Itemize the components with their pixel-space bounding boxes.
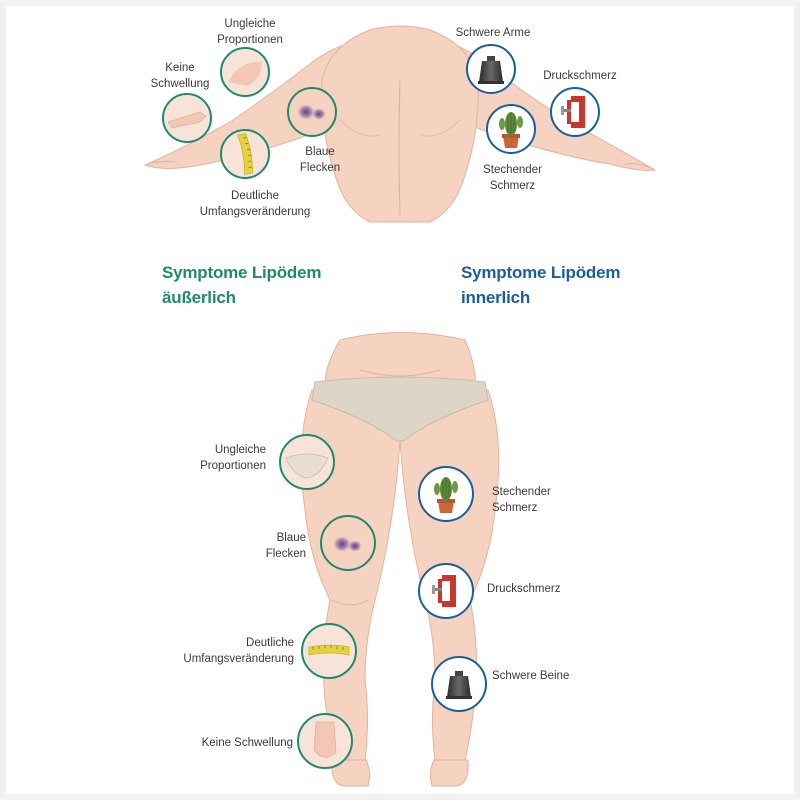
hand-icon	[167, 111, 207, 129]
heading-outer: Symptome Lipödem äußerlich	[162, 263, 322, 307]
label-arm-no-swelling: Keine Schwellung	[150, 62, 210, 90]
foot-icon	[313, 721, 337, 758]
label-leg-stabbing-pain: Stechender Schmerz	[492, 486, 551, 514]
label-arm-heavy: Schwere Arme	[455, 27, 531, 39]
arm-clamp-circle	[550, 87, 600, 137]
label-leg-no-swelling: Keine Schwellung	[201, 737, 293, 749]
label-leg-heavy: Schwere Beine	[492, 670, 570, 682]
label-arm-pressure-pain: Druckschmerz	[543, 70, 617, 82]
label-leg-bruises: Blaue Flecken	[265, 532, 306, 560]
label-arm-circumference-change: Deutliche Umfangsveränderung	[199, 190, 311, 218]
label-arm-bruises: Blaue Flecken	[299, 146, 341, 174]
label-arm-uneven-proportions: Ungleiche Proportionen	[217, 18, 283, 46]
heading-inner: Symptome Lipödem innerlich	[461, 263, 621, 307]
label-leg-circumference-change: Deutliche Umfangsveränderung	[183, 637, 294, 665]
label-arm-stabbing-pain: Stechender Schmerz	[483, 164, 542, 192]
arm-icon	[228, 61, 262, 86]
arm-inner-circles	[466, 44, 600, 154]
leg-outer-circles	[279, 434, 376, 769]
arm-outer-circles	[162, 47, 337, 179]
hip-icon	[285, 453, 329, 479]
label-leg-pressure-pain: Druckschmerz	[487, 583, 561, 595]
leg-inner-circles	[418, 466, 487, 712]
leg-clamp-circle	[418, 563, 474, 619]
label-leg-uneven-proportions: Ungleiche Proportionen	[200, 444, 266, 472]
underwear	[311, 376, 489, 442]
